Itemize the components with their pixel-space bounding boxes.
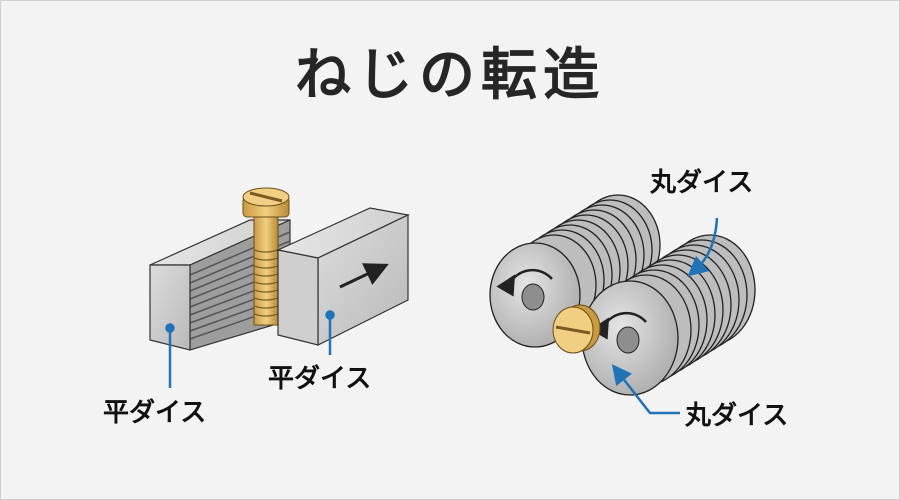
page-title: ねじの転造 <box>295 43 605 108</box>
arrow-right-icon <box>339 263 389 289</box>
flat-die-label-right: 平ダイス <box>268 364 372 394</box>
counterclockwise-arrow-icon <box>496 268 553 297</box>
round-die-right <box>581 234 756 396</box>
round-die-label-top: 丸ダイス <box>650 168 754 198</box>
screw-workpiece <box>552 304 601 354</box>
screw-blank <box>242 187 290 326</box>
flat-die-label-left: 平ダイス <box>103 398 207 428</box>
flat-die-right <box>276 207 410 346</box>
round-die-label-bottom: 丸ダイス <box>685 401 789 431</box>
counterclockwise-arrow-icon <box>590 311 647 340</box>
